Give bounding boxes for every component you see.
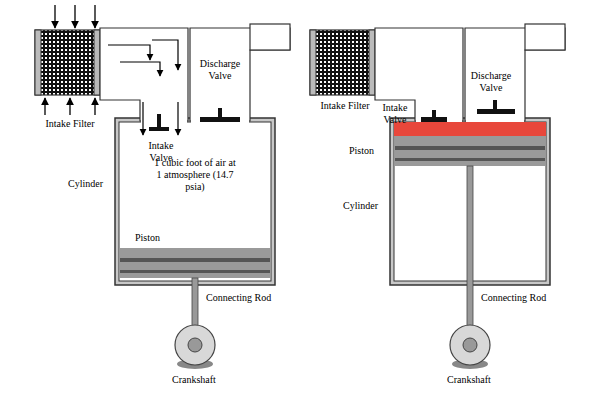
discharge-valve-open (477, 100, 515, 114)
valve-label: Intake Valve (142, 140, 180, 163)
piston (395, 136, 545, 166)
discharge-valve-closed (200, 108, 240, 122)
crankshaft-part (463, 338, 477, 352)
discharge-valve-closed-part (200, 117, 240, 122)
part-label: Crankshaft (172, 374, 216, 386)
intake-filter-part (369, 30, 375, 95)
part-label: Crankshaft (447, 374, 491, 386)
air-flow-arrows-part (94, 98, 95, 115)
piston-part (120, 270, 270, 273)
piston-part (395, 161, 545, 166)
piston-part (120, 262, 270, 270)
piston (120, 248, 270, 278)
piston-part (120, 258, 270, 262)
intake-valve-open-part (149, 127, 169, 131)
crankshaft-part (188, 338, 202, 352)
piston-part (395, 150, 545, 158)
intake-duct-part (141, 116, 187, 124)
duct-flow-arrows (108, 40, 178, 135)
intake-filter-part (310, 30, 375, 95)
cylinder (115, 118, 275, 285)
intake-valve-closed-part (432, 110, 436, 118)
air-flow-arrows-part (94, 5, 95, 28)
filter-label: Intake Filter (310, 100, 380, 112)
intake-duct-part (100, 28, 188, 121)
valve-label: Discharge Valve (196, 58, 244, 81)
discharge-duct (190, 24, 290, 124)
intake-stroke-figure (35, 5, 290, 369)
part-label: Connecting Rod (481, 292, 546, 304)
piston-part (120, 248, 270, 258)
compression-stroke-figure (310, 24, 565, 369)
part-label: Cylinder (343, 200, 378, 212)
intake-filter (310, 30, 375, 95)
discharge-duct-part (191, 116, 249, 124)
discharge-duct-part (525, 24, 565, 50)
intake-valve-closed-part (421, 117, 447, 122)
discharge-valve-open-part (493, 100, 497, 110)
intake-filter-part (310, 30, 316, 95)
valve-label: Intake Valve (376, 102, 414, 125)
part-label: Connecting Rod (206, 292, 271, 304)
cylinder-part (119, 122, 271, 281)
crankshaft (450, 325, 490, 369)
discharge-duct-part (466, 116, 524, 122)
part-label: Piston (349, 145, 374, 157)
air-flow-arrows-part (44, 98, 45, 115)
connecting-rod (467, 166, 473, 340)
air-flow-arrows-part (69, 98, 70, 115)
intake-filter-part (94, 30, 100, 95)
part-label: Cylinder (68, 178, 103, 190)
intake-valve-closed (421, 110, 447, 122)
cylinder-air-space: 1 cubic foot of air at 1 atmosphere (14.… (119, 122, 271, 281)
cylinder-part (115, 118, 275, 285)
crankshaft (175, 325, 215, 369)
discharge-valve-open-part (477, 109, 515, 114)
discharge-duct-part (250, 24, 290, 50)
air-flow-arrows-part (54, 5, 55, 28)
cylinder-part (394, 122, 546, 136)
intake-valve-open-part (157, 114, 161, 128)
valve-label: Discharge Valve (467, 70, 515, 93)
intake-filter-part (35, 30, 41, 95)
duct-flow-arrows-part (142, 102, 143, 135)
duct-flow-arrows-part (177, 102, 178, 135)
intake-filter-part (35, 30, 100, 95)
discharge-duct (465, 24, 565, 122)
filter-label: Intake Filter (35, 118, 105, 130)
connecting-rod-part (467, 166, 473, 340)
intake-filter (35, 30, 100, 95)
intake-duct-part (416, 116, 462, 122)
duct-flow-arrows-part (108, 45, 150, 60)
duct-flow-arrows-part (152, 40, 178, 70)
piston-part (395, 136, 545, 146)
air-flow-arrows-part (74, 5, 75, 28)
crankshaft-part (450, 325, 490, 365)
piston-part (395, 158, 545, 161)
duct-flow-arrows-part (120, 62, 160, 76)
intake-valve-open (149, 114, 169, 131)
discharge-valve-closed-part (218, 108, 222, 118)
part-label: Piston (135, 232, 160, 244)
piston-part (395, 146, 545, 150)
intake-duct (100, 28, 188, 124)
piston-part (120, 273, 270, 278)
crankshaft-part (175, 325, 215, 365)
